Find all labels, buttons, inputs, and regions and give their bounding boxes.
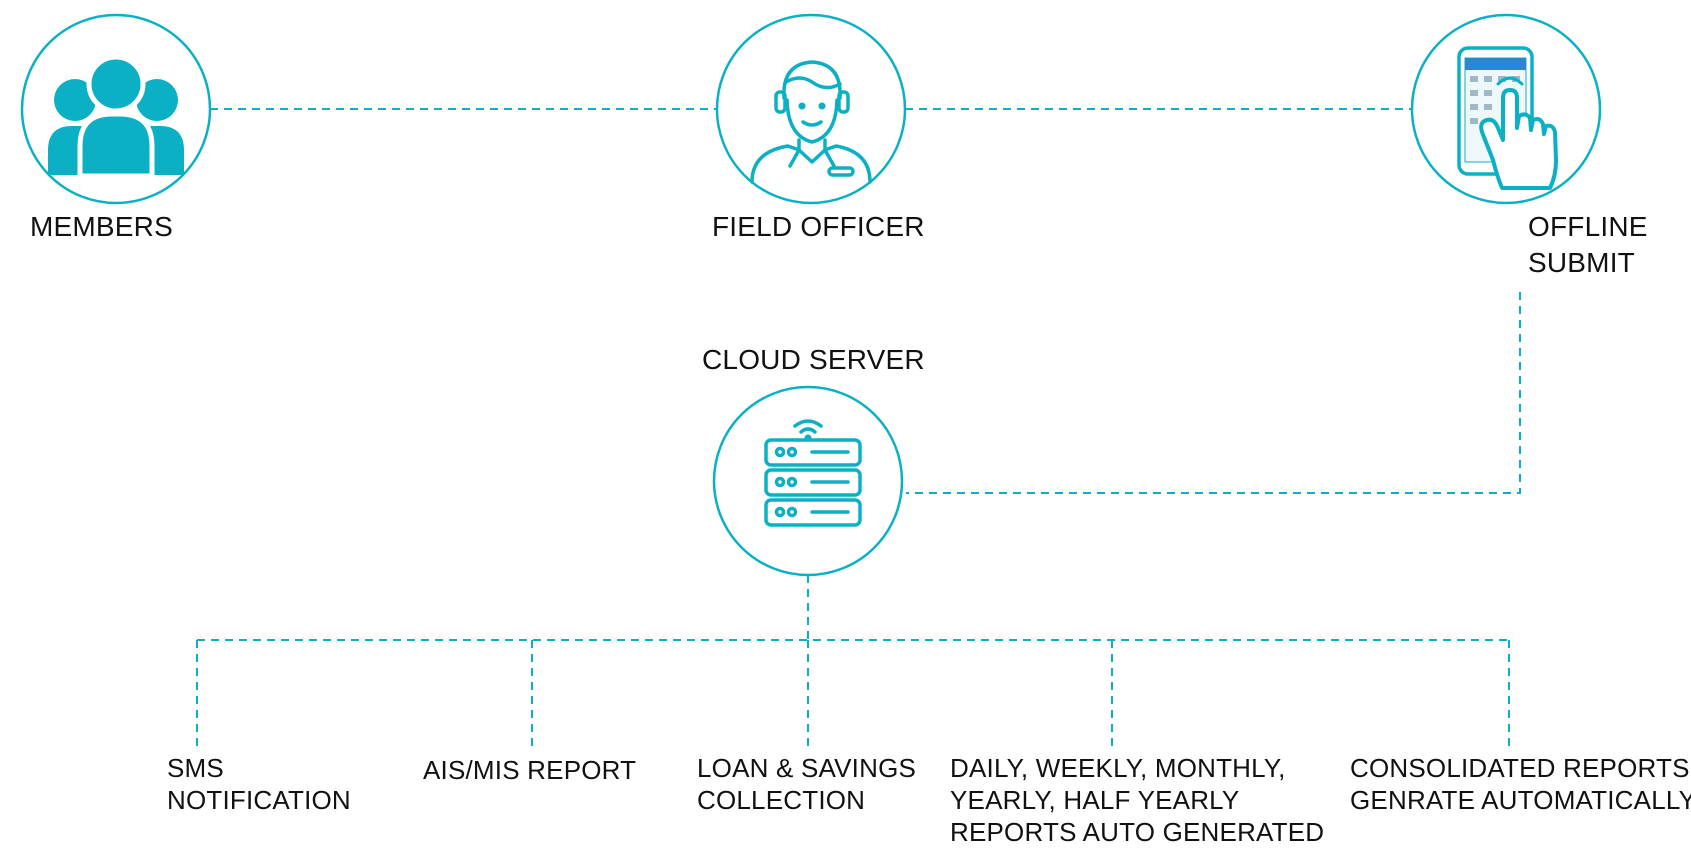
field-officer-circle xyxy=(715,13,907,205)
output-periodic-reports: DAILY, WEEKLY, MONTHLY, YEARLY, HALF YEA… xyxy=(950,752,1324,848)
output-line: REPORTS AUTO GENERATED xyxy=(950,817,1325,847)
output-line: AIS/MIS REPORT xyxy=(423,755,637,785)
output-ais-mis-report: AIS/MIS REPORT xyxy=(423,754,636,786)
offline-submit-label: OFFLINE SUBMIT xyxy=(1528,209,1648,281)
output-line: CONSOLIDATED REPORTS xyxy=(1350,753,1690,783)
output-line: DAILY, WEEKLY, MONTHLY, xyxy=(950,753,1286,783)
field-officer-icon xyxy=(750,60,872,184)
output-line: LOAN & SAVINGS xyxy=(697,753,917,783)
output-sms-notification: SMS NOTIFICATION xyxy=(167,752,351,816)
phone-tap-icon xyxy=(1457,46,1558,190)
cloud-server-label: CLOUD SERVER xyxy=(702,344,925,375)
output-line: SMS xyxy=(167,753,224,783)
output-line: COLLECTION xyxy=(697,785,866,815)
output-line: GENRATE AUTOMATICALLY xyxy=(1350,785,1691,815)
cloud-server-circle xyxy=(712,385,904,577)
output-consolidated-reports: CONSOLIDATED REPORTS GENRATE AUTOMATICAL… xyxy=(1350,752,1691,816)
people-group-icon xyxy=(48,54,184,179)
output-line: NOTIFICATION xyxy=(167,785,351,815)
output-loan-savings: LOAN & SAVINGS COLLECTION xyxy=(697,752,916,816)
server-rack-icon xyxy=(764,419,862,527)
field-officer-label: FIELD OFFICER xyxy=(712,211,925,242)
offline-submit-label-line2: SUBMIT xyxy=(1528,247,1635,278)
offline-submit-label-line1: OFFLINE xyxy=(1528,211,1648,242)
connector-offline-server xyxy=(906,292,1521,494)
output-line: YEARLY, HALF YEARLY xyxy=(950,785,1240,815)
members-label: MEMBERS xyxy=(30,211,173,242)
